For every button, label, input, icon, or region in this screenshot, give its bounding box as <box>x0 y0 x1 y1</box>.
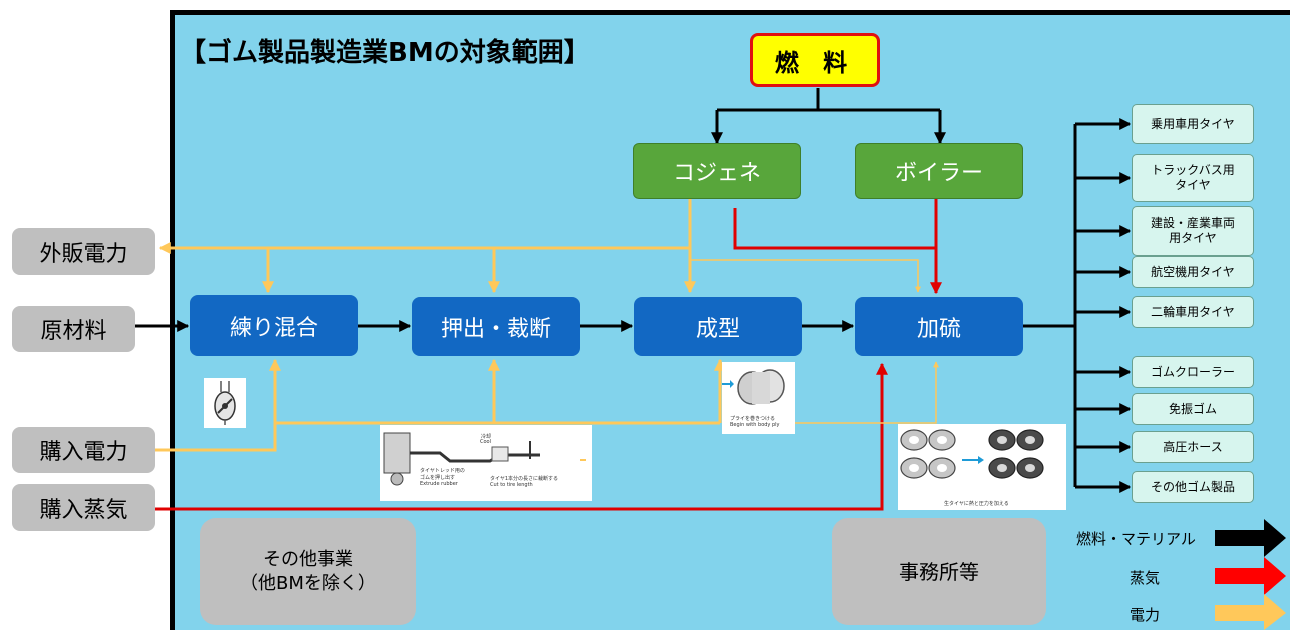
extrusion-illustration: 冷却 Cool タイヤトレッド用の ゴムを押し出す Extrude rubber… <box>380 425 592 501</box>
legend-steam-label: 蒸気 <box>1130 569 1161 587</box>
product-other-rubber: その他ゴム製品 <box>1132 471 1254 503</box>
legend-arrow-steam <box>1215 557 1286 595</box>
extrusion-cut-en-label: Cut to tire length <box>490 482 533 488</box>
product-passenger-tire: 乗用車用タイヤ <box>1132 104 1254 144</box>
product-output-arrows <box>1073 118 1132 493</box>
other-business-line2: （他BMを除く） <box>240 572 376 594</box>
cured-tires-icon <box>900 429 1044 479</box>
extrusion-cut-label: タイヤ1本分の長さに裁断する <box>490 476 559 482</box>
extrusion-cool-en-label: Cool <box>480 439 491 445</box>
product-rubber-crawler: ゴムクローラー <box>1132 356 1254 388</box>
input-purchased-power: 購入電力 <box>12 427 155 473</box>
mixer-icon <box>214 381 236 425</box>
legend-power-label: 電力 <box>1130 606 1161 624</box>
input-purchased-steam: 購入蒸気 <box>12 484 155 531</box>
extrusion-cool-label: 冷却 <box>481 434 492 440</box>
product-seismic-rubber: 免振ゴム <box>1132 393 1254 425</box>
product-truck-bus-tire: トラックバス用 タイヤ <box>1132 154 1254 202</box>
legend-arrow-material <box>1215 519 1286 557</box>
product-construction-tire: 建設・産業車両 用タイヤ <box>1132 206 1254 256</box>
boiler-box: ボイラー <box>855 143 1023 199</box>
other-business-line1: その他事業 <box>263 549 353 571</box>
product-motorcycle-tire: 二輪車用タイヤ <box>1132 296 1254 328</box>
legend-material-label: 燃料・マテリアル <box>1076 530 1196 548</box>
fuel-to-generators-arrows <box>711 88 946 145</box>
power-arrows <box>155 198 726 452</box>
vulcanization-illustration: 生タイヤに熱と圧力を加える <box>898 424 1066 510</box>
extruder-icon <box>383 432 586 486</box>
process-extrusion-cutting: 押出・裁断 <box>412 297 580 356</box>
cogeneration-box: コジェネ <box>633 143 801 199</box>
process-mixing: 練り混合 <box>190 295 358 356</box>
mixer-illustration <box>204 378 246 428</box>
input-raw-material: 原材料 <box>12 306 135 352</box>
process-building: 成型 <box>634 297 802 356</box>
building-drum-icon <box>722 369 785 405</box>
product-aircraft-tire: 航空機用タイヤ <box>1132 256 1254 288</box>
fuel-box: 燃 料 <box>750 33 880 87</box>
legend-arrow-power <box>1215 594 1286 630</box>
steam-arrows <box>155 198 942 511</box>
office-box: 事務所等 <box>832 518 1046 625</box>
legend-arrows <box>1215 519 1286 630</box>
building-caption-jp: プライを巻きつける <box>730 416 776 422</box>
extrusion-extrude-en-label: Extrude rubber <box>420 481 458 487</box>
power-thin-arrows <box>690 259 939 424</box>
extrusion-extrude-label: タイヤトレッド用の ゴムを押し出す <box>420 468 465 481</box>
product-high-pressure-hose: 高圧ホース <box>1132 431 1254 463</box>
input-external-power: 外販電力 <box>12 228 155 275</box>
building-illustration: プライを巻きつける Begin with body ply <box>722 362 795 434</box>
vulcanization-caption: 生タイヤに熱と圧力を加える <box>944 501 1009 507</box>
other-business-box: その他事業 （他BMを除く） <box>200 518 416 625</box>
diagram-title: 【ゴム製品製造業BMの対象範囲】 <box>180 38 590 68</box>
process-vulcanization: 加硫 <box>855 297 1023 356</box>
building-caption-en: Begin with body ply <box>730 422 780 428</box>
